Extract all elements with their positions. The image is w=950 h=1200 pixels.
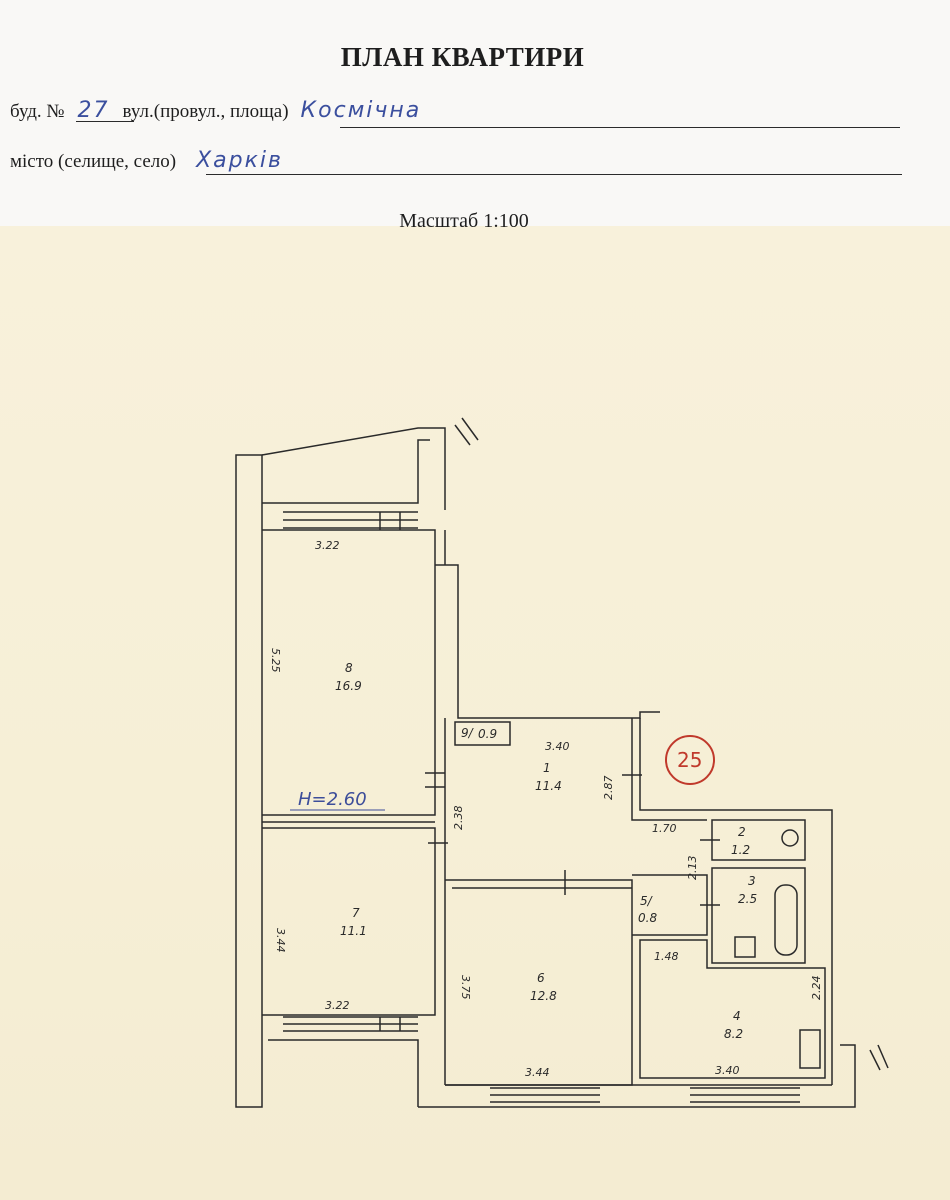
city-label: місто (селище, село) xyxy=(10,151,177,172)
street-name: Космічна xyxy=(300,98,422,123)
dim-room6-length: 3.75 xyxy=(459,975,472,1000)
dim-kitchen-top: 1.48 xyxy=(654,950,679,963)
hall-right-wall xyxy=(631,718,707,821)
outer-left-wall xyxy=(235,454,263,1108)
outer-bottom-wall xyxy=(418,1044,856,1108)
room-9-number: 9/ xyxy=(461,726,475,740)
dim-room8-width: 3.22 xyxy=(315,539,340,552)
room-6-area: 12.8 xyxy=(530,989,557,1003)
dim-room8-length: 5.25 xyxy=(269,648,282,673)
dim-kitchen-width: 3.40 xyxy=(715,1064,740,1077)
bathtub-icon xyxy=(774,884,798,956)
street-rule xyxy=(340,127,900,128)
dim-room6-width: 3.44 xyxy=(525,1066,550,1079)
window-room6 xyxy=(490,1087,600,1103)
room-3-area: 2.5 xyxy=(738,892,757,906)
room-7-area: 11.1 xyxy=(340,924,367,938)
plan-walls xyxy=(235,417,889,1108)
corridor-top-wall xyxy=(639,718,833,1085)
dim-hall-inner: 2.38 xyxy=(452,806,465,831)
sink-icon xyxy=(734,936,756,958)
window-top xyxy=(283,511,418,529)
kitchen-outline xyxy=(639,939,826,1079)
break-mark-top xyxy=(454,417,479,446)
room8-outline xyxy=(262,529,436,816)
building-label: буд. № xyxy=(10,101,65,122)
break-mark-bottom xyxy=(869,1044,889,1071)
room7-outline xyxy=(262,827,436,1016)
room-8-area: 16.9 xyxy=(335,679,362,693)
balcony-top xyxy=(261,427,446,510)
stove-icon xyxy=(799,1029,821,1069)
toilet-icon xyxy=(781,829,799,847)
room-7-number: 7 xyxy=(352,906,360,920)
ceiling-height-note: H=2.60 xyxy=(298,789,367,810)
door-markers xyxy=(425,772,720,906)
dim-corridor-width: 1.70 xyxy=(652,822,677,835)
dim-room7-width: 3.22 xyxy=(325,999,350,1012)
city-rule xyxy=(206,174,902,175)
hall-top-wall xyxy=(435,564,660,719)
room-4-area: 8.2 xyxy=(724,1027,743,1041)
balcony-inner xyxy=(262,439,430,504)
dim-hall-length: 2.87 xyxy=(602,776,615,801)
room-1-area: 11.4 xyxy=(535,779,562,793)
form-header-sheet xyxy=(0,0,950,226)
address-line: буд. № 27 вул.(провул., площа) Космічна xyxy=(10,98,421,123)
dim-kitchen-length: 2.24 xyxy=(810,976,823,1001)
scale-label: Масштаб 1:100 xyxy=(399,210,529,232)
window-kitchen xyxy=(690,1087,800,1103)
room-8-number: 8 xyxy=(345,661,353,675)
room-2-number: 2 xyxy=(738,825,746,839)
room-5-area: 0.8 xyxy=(638,911,657,925)
dim-room7-length: 3.44 xyxy=(274,928,287,953)
wc-outline xyxy=(711,819,806,861)
city-name: Харків xyxy=(196,148,283,173)
apartment-number: 25 xyxy=(677,748,702,772)
room-1-number: 1 xyxy=(543,761,551,775)
bath-outline xyxy=(711,867,806,964)
room-9-area: 0.9 xyxy=(478,727,497,741)
plan-paper xyxy=(0,226,950,1200)
city-line: місто (селище, село) Харків xyxy=(10,148,283,173)
window-room7-mullion xyxy=(379,1017,401,1031)
document-title: ПЛАН КВАРТИРИ xyxy=(340,42,585,72)
dim-corridor-length: 2.13 xyxy=(686,856,699,881)
dim-hall-width: 3.40 xyxy=(545,740,570,753)
room-3-number: 3 xyxy=(748,874,756,888)
building-number: 27 xyxy=(77,98,110,123)
balcony-bottom xyxy=(268,1039,419,1107)
room-2-area: 1.2 xyxy=(731,843,750,857)
window-top-mullion xyxy=(379,512,401,530)
apartment-number-circle xyxy=(665,735,715,785)
room-4-number: 4 xyxy=(733,1009,741,1023)
room-5-number: 5/ xyxy=(640,894,654,908)
window-room7 xyxy=(283,1016,418,1032)
storage-9-outline xyxy=(454,721,511,746)
room-6-number: 6 xyxy=(537,971,545,985)
street-label: вул.(провул., площа) xyxy=(122,101,289,122)
building-number-rule xyxy=(76,121,134,122)
